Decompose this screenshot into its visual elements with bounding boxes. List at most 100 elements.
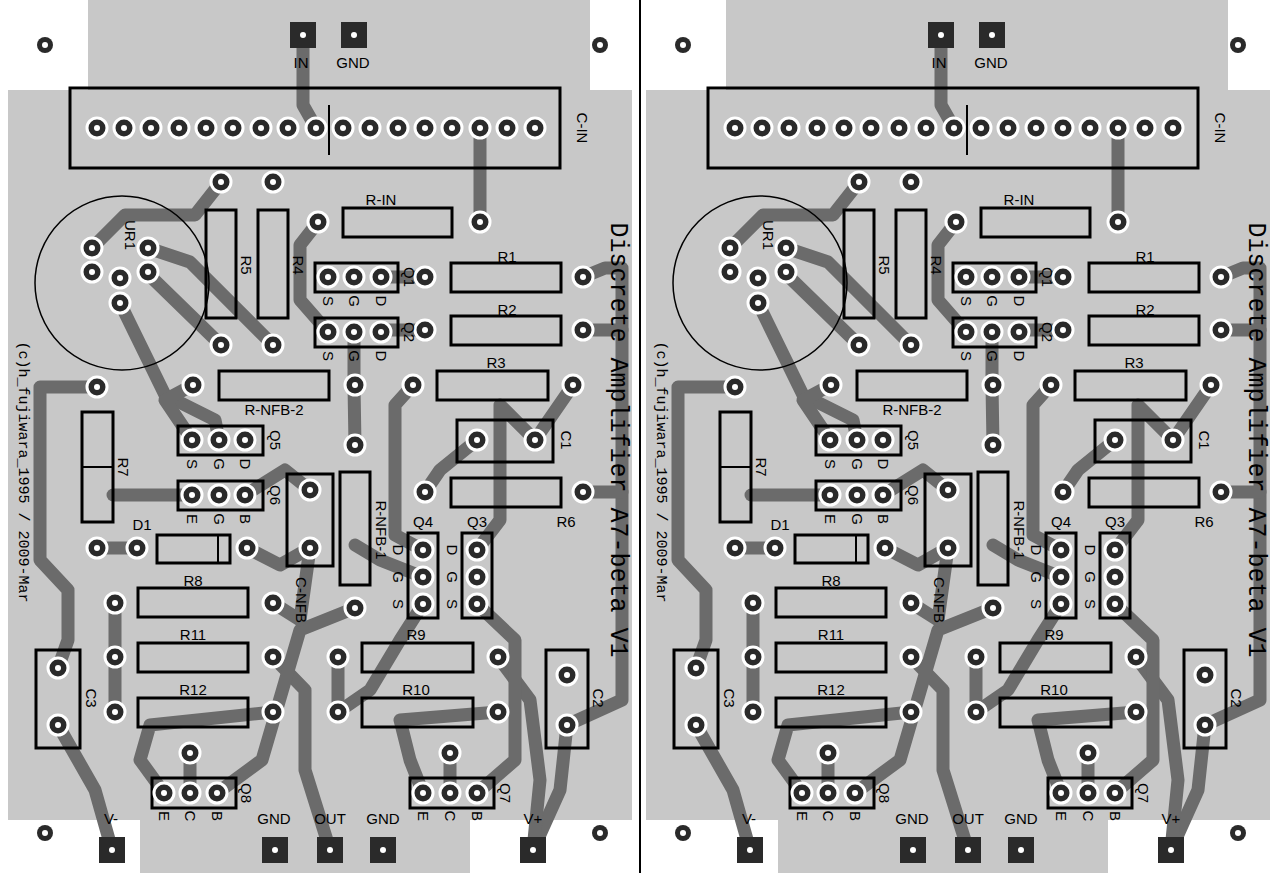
silkscreen-label: R4 — [291, 255, 306, 274]
drill-hole — [477, 125, 483, 131]
silkscreen-label: D1 — [132, 517, 151, 532]
solder-pad — [901, 593, 921, 613]
solder-pad — [328, 647, 348, 667]
silkscreen-label: S — [959, 296, 974, 306]
silkscreen-label: Q3 — [1105, 514, 1125, 529]
drill-hole — [420, 547, 426, 553]
drill-hole — [420, 574, 426, 580]
drill-hole — [148, 125, 154, 131]
solder-pad — [223, 118, 243, 138]
drill-hole — [313, 125, 319, 131]
silkscreen-label: R7 — [116, 457, 131, 476]
component-outline — [776, 643, 886, 672]
silkscreen-label: C — [821, 811, 836, 822]
drill-hole — [94, 125, 100, 131]
solder-pad — [873, 485, 893, 505]
solder-pad — [415, 267, 435, 287]
silkscreen-label: GND — [1004, 811, 1037, 826]
square-pad — [955, 837, 981, 863]
solder-pad — [110, 268, 130, 288]
silkscreen-label: E — [185, 514, 200, 524]
copper-trace — [474, 128, 487, 222]
drill-hole — [880, 492, 886, 498]
drill-hole — [856, 342, 862, 348]
silkscreen-label: C3 — [722, 688, 737, 707]
copper-trace — [751, 489, 830, 502]
component-outline — [362, 643, 473, 672]
solder-pad — [916, 118, 936, 138]
silkscreen-label: B — [470, 811, 485, 821]
component-outline — [1089, 478, 1199, 507]
mounting-hole-center — [1235, 830, 1241, 836]
solder-pad — [1080, 118, 1100, 138]
drill-hole — [1112, 547, 1118, 553]
component-outline — [408, 533, 438, 618]
solder-pad — [983, 598, 1003, 618]
silkscreen-label: S — [1029, 599, 1044, 609]
ground-plane — [646, 0, 1270, 873]
copper-trace — [786, 248, 911, 345]
solder-pad — [1211, 267, 1231, 287]
solder-pad — [725, 118, 745, 138]
solder-pad — [792, 783, 812, 803]
drill-hole — [908, 709, 914, 715]
solder-pad — [752, 118, 772, 138]
drill-hole — [896, 125, 902, 131]
solder-pad — [820, 430, 840, 450]
silkscreen-label: R2 — [1135, 302, 1154, 317]
drill-hole — [755, 275, 761, 281]
solder-pad — [1051, 567, 1071, 587]
drill-hole — [272, 847, 278, 853]
drill-hole — [1016, 274, 1022, 280]
drill-hole — [315, 219, 321, 225]
component-outline — [36, 650, 80, 748]
drill-hole — [580, 274, 586, 280]
drill-hole — [1218, 274, 1224, 280]
drill-hole — [990, 382, 996, 388]
solder-pad — [875, 538, 895, 558]
silkscreen-label: Q2 — [402, 322, 417, 342]
drill-hole — [825, 750, 831, 756]
solder-pad — [1108, 118, 1128, 138]
solder-pad — [1078, 743, 1098, 763]
mounting-hole-center — [1235, 42, 1241, 48]
solder-pad — [467, 430, 487, 450]
solder-pad — [182, 430, 202, 450]
mounting-hole — [37, 825, 53, 841]
drill-hole — [504, 125, 510, 131]
solder-pad — [1163, 118, 1183, 138]
drill-hole — [447, 790, 453, 796]
solder-pad — [235, 430, 255, 450]
solder-pad — [467, 567, 487, 587]
drill-hole — [799, 790, 805, 796]
solder-pad — [413, 783, 433, 803]
solder-pad — [1053, 267, 1073, 287]
component-outline — [138, 698, 248, 727]
solder-pad — [105, 593, 125, 613]
silkscreen-label: B — [210, 811, 225, 821]
solder-pad — [776, 262, 796, 282]
solder-pad — [209, 430, 229, 450]
drill-hole — [1168, 847, 1174, 853]
drill-hole — [94, 384, 100, 390]
solder-pad — [743, 647, 763, 667]
solder-pad — [1105, 783, 1125, 803]
silkscreen-label: C1 — [559, 430, 574, 449]
drill-hole — [945, 545, 951, 551]
silkscreen-label: D — [374, 296, 389, 307]
solder-pad — [209, 485, 229, 505]
silkscreen-label: UR1 — [123, 220, 138, 250]
component-outline — [451, 478, 561, 507]
component-outline — [1000, 643, 1111, 672]
solder-pad — [278, 118, 298, 138]
solder-pad — [938, 538, 958, 558]
square-pad — [1158, 837, 1184, 863]
solder-pad — [748, 293, 768, 313]
drill-hole — [1016, 329, 1022, 335]
solder-pad — [344, 322, 364, 342]
mounting-hole — [675, 825, 691, 841]
solder-pad — [720, 238, 740, 258]
solder-pad — [415, 118, 435, 138]
component-outline — [844, 210, 874, 318]
